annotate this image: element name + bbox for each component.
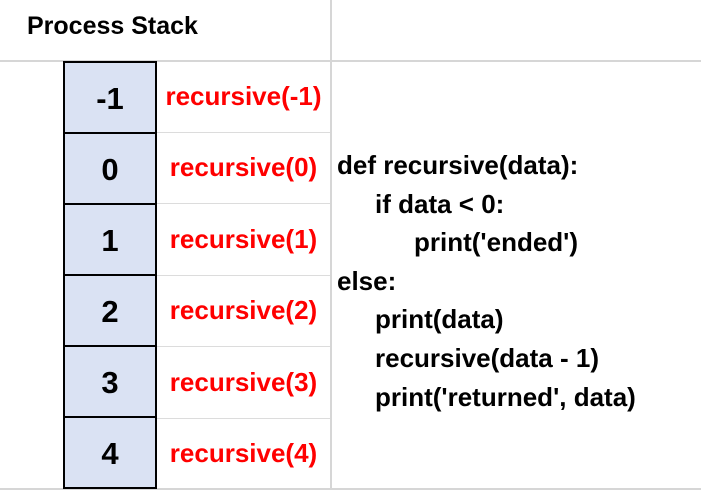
stack-cell: 0	[65, 132, 155, 203]
call-row: recursive(4)	[157, 419, 330, 490]
stack-cell-value: 2	[101, 293, 119, 329]
recursive-call-label: recursive(4)	[169, 438, 318, 469]
recursive-call-label: recursive(1)	[169, 223, 318, 254]
stack-cell-value: -1	[96, 80, 124, 116]
page-title: Process Stack	[27, 12, 198, 40]
code-line-else: else:	[337, 265, 397, 296]
stack-cell: 2	[65, 274, 155, 345]
call-row: recursive(0)	[157, 133, 330, 204]
code-line-if: if data < 0:	[375, 188, 505, 219]
recursive-call-column: recursive(-1) recursive(0) recursive(1) …	[157, 61, 330, 489]
call-row: recursive(1)	[157, 204, 330, 276]
stack-cell: 3	[65, 345, 155, 416]
stack-cell: -1	[65, 63, 155, 132]
call-row: recursive(-1)	[157, 61, 330, 133]
recursive-call-label: recursive(-1)	[165, 80, 322, 111]
bottom-divider-line	[0, 488, 701, 490]
process-stack-table: -1 0 1 2 3 4	[63, 61, 157, 489]
stack-cell-value: 3	[101, 364, 119, 400]
vertical-divider-line	[330, 0, 332, 490]
recursive-call-label: recursive(2)	[169, 295, 318, 326]
code-line-print-data: print(data)	[375, 304, 504, 335]
title-divider-line	[0, 60, 701, 62]
stack-cell: 4	[65, 416, 155, 487]
stack-cell: 1	[65, 203, 155, 274]
code-line-print-ended: print('ended')	[414, 227, 579, 258]
code-line-recursive-call: recursive(data - 1)	[375, 342, 599, 373]
code-line-def: def recursive(data):	[337, 150, 579, 180]
python-code-block: def recursive(data): if data < 0: print(…	[337, 146, 697, 416]
recursive-call-label: recursive(0)	[169, 152, 318, 183]
code-line-print-returned: print('returned', data)	[375, 381, 636, 412]
call-row: recursive(3)	[157, 347, 330, 419]
recursive-call-label: recursive(3)	[169, 366, 318, 397]
stack-cell-value: 1	[101, 222, 119, 258]
stack-cell-value: 0	[101, 151, 119, 187]
call-row: recursive(2)	[157, 276, 330, 347]
stack-cell-value: 4	[101, 435, 119, 471]
